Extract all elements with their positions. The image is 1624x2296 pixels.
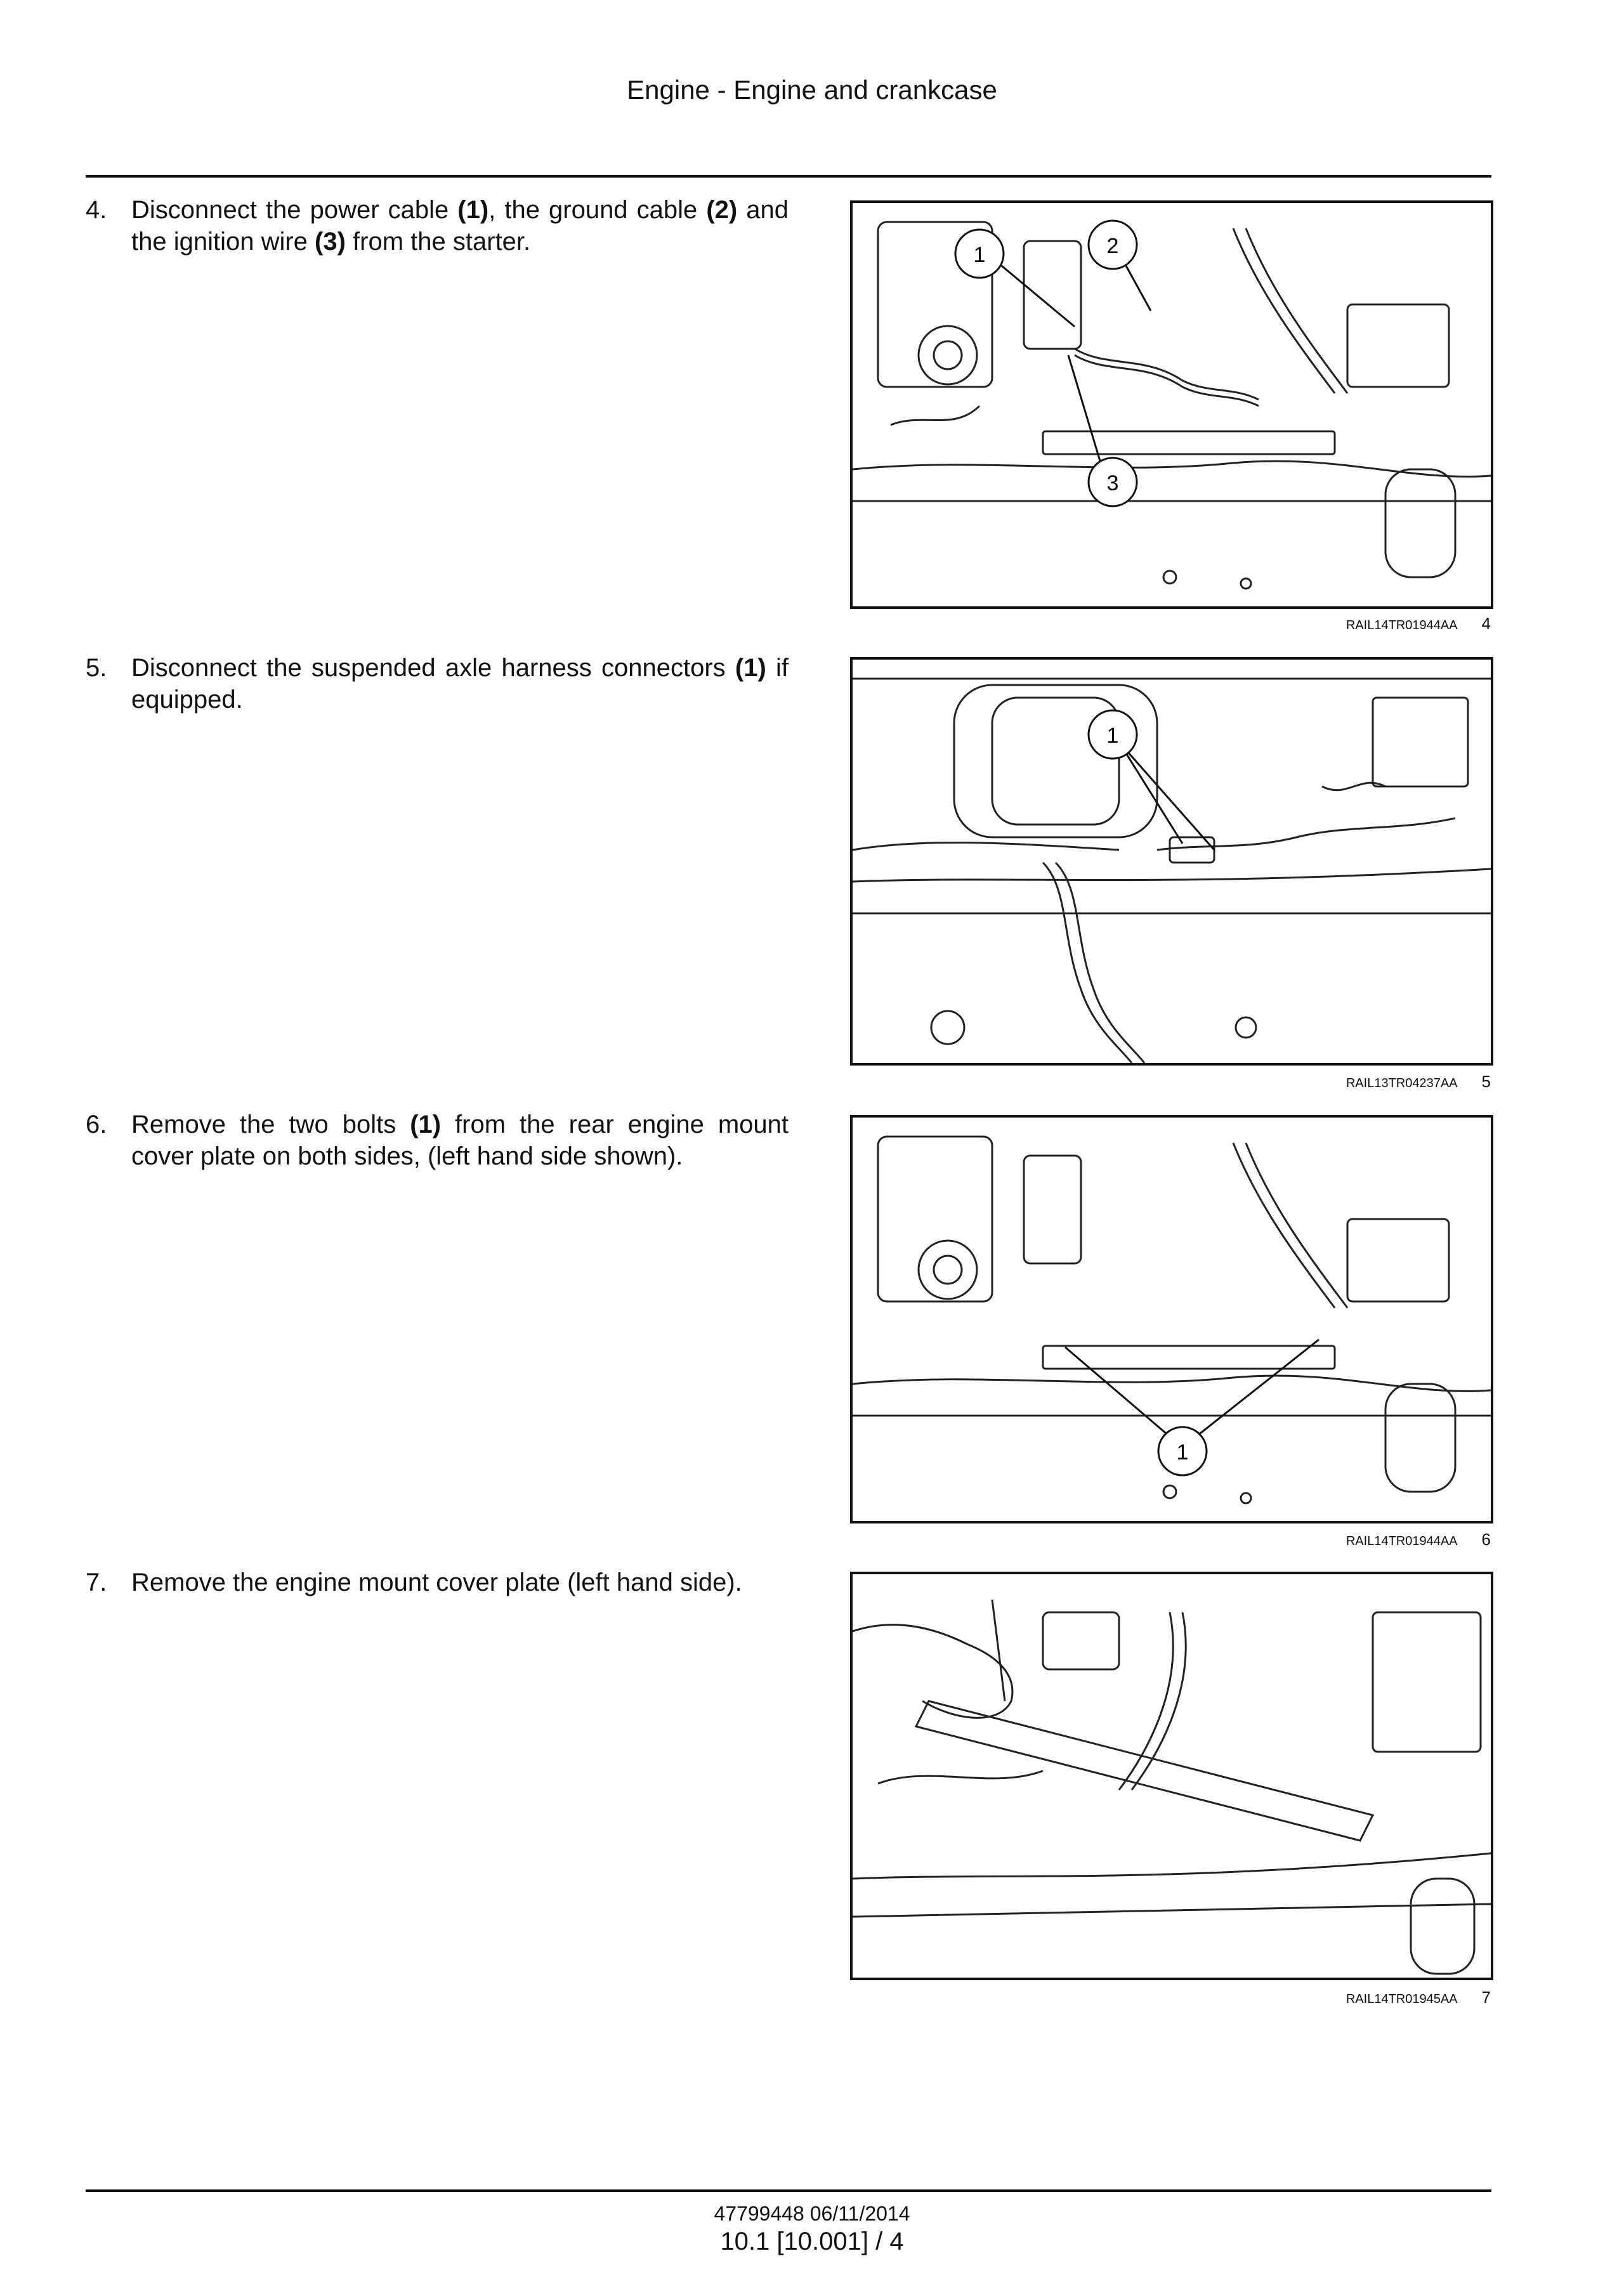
step-6: 6. Remove the two bolts (1) from the rea… [86, 1109, 789, 1172]
step-number: 7. [86, 1569, 107, 1596]
footer-divider [86, 2189, 1491, 2192]
figure-id: RAIL14TR01944AA [1346, 618, 1458, 632]
figure-7-caption: RAIL14TR01945AA 7 [850, 1988, 1491, 2007]
figure-number: 5 [1481, 1072, 1491, 1091]
svg-text:1: 1 [1107, 724, 1119, 748]
callout-1: 1 [954, 228, 1075, 328]
figure-5-illustration: 1 [850, 657, 1493, 1066]
step-number: 6. [86, 1111, 107, 1138]
footer-page-reference: 10.1 [10.001] / 4 [720, 2228, 904, 2255]
step-5: 5. Disconnect the suspended axle harness… [86, 652, 789, 715]
figure-id: RAIL14TR01945AA [1346, 1992, 1458, 2006]
figure-id: RAIL14TR01944AA [1346, 1534, 1458, 1548]
step-instruction: Remove the engine mount cover plate (lef… [131, 1569, 742, 1596]
svg-text:2: 2 [1107, 234, 1119, 258]
step-instruction: Disconnect the suspended axle harness co… [131, 654, 789, 714]
callout-1: 1 [1087, 709, 1215, 851]
callout-1: 1 [1064, 1338, 1320, 1477]
callout-3: 3 [1067, 355, 1138, 507]
step-4: 4. Disconnect the power cable (1), the g… [86, 194, 789, 258]
figure-7-illustration [850, 1572, 1493, 1980]
figure-number: 4 [1481, 614, 1491, 633]
step-instruction: Disconnect the power cable (1), the grou… [131, 196, 789, 256]
figure-4-illustration: 1 2 3 [850, 200, 1493, 609]
step-7: 7. Remove the engine mount cover plate (… [86, 1567, 789, 1598]
figure-6-illustration: 1 [850, 1115, 1493, 1523]
figure-number: 7 [1481, 1988, 1491, 2007]
figure-number: 6 [1481, 1530, 1491, 1549]
step-number: 5. [86, 654, 107, 682]
svg-text:1: 1 [1177, 1440, 1189, 1464]
footer-document-reference: 47799448 06/11/2014 [714, 2202, 910, 2225]
figure-6-caption: RAIL14TR01944AA 6 [850, 1530, 1491, 1549]
page-header-title: Engine - Engine and crankcase [627, 75, 997, 105]
step-number: 4. [86, 196, 107, 224]
callout-2: 2 [1087, 219, 1152, 311]
step-instruction: Remove the two bolts (1) from the rear e… [131, 1111, 789, 1170]
svg-text:3: 3 [1107, 471, 1119, 495]
header-divider [86, 175, 1491, 178]
figure-5-caption: RAIL13TR04237AA 5 [850, 1072, 1491, 1092]
figure-id: RAIL13TR04237AA [1346, 1076, 1458, 1090]
svg-text:1: 1 [974, 243, 986, 267]
figure-4-caption: RAIL14TR01944AA 4 [850, 614, 1491, 634]
